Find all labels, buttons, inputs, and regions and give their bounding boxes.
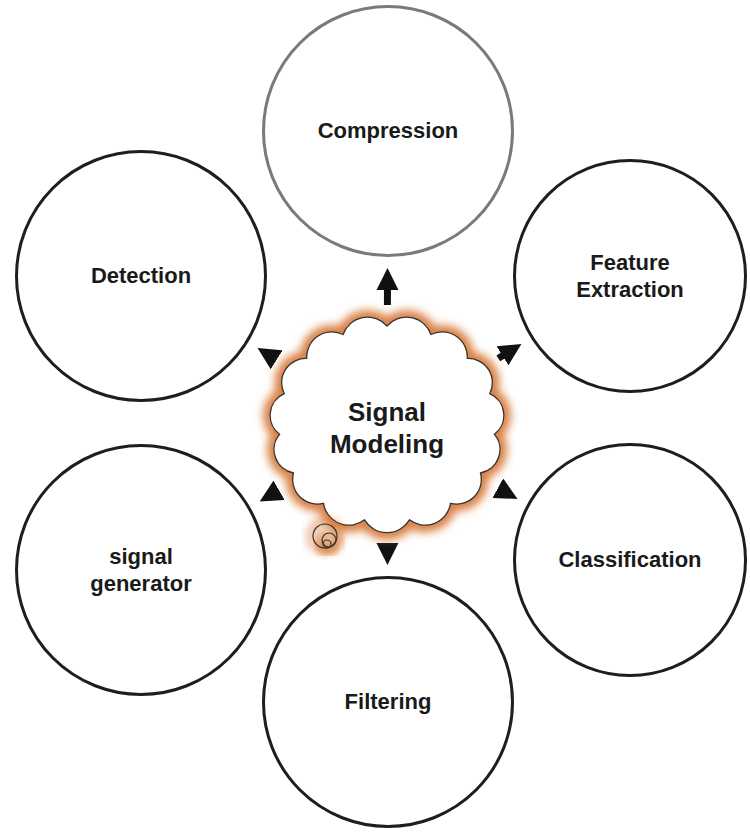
thought-bubble <box>313 524 337 548</box>
arrow-connector <box>498 349 514 359</box>
arrow-connector <box>503 491 510 495</box>
node-label: Detection <box>91 262 191 290</box>
process-circle: Detection <box>15 150 267 402</box>
arrow-connector <box>267 494 273 497</box>
center-label: Signal Modeling <box>302 396 472 461</box>
node-label: signal generator <box>66 543 216 598</box>
bubble-glow <box>310 521 340 551</box>
process-circle: signal generator <box>15 444 267 696</box>
process-circle: Compression <box>262 5 514 257</box>
arrow-connector <box>265 353 275 359</box>
process-circle: Classification <box>513 443 747 677</box>
cloud-shape <box>247 297 527 559</box>
cloud-outline <box>270 317 504 533</box>
arrow-connector <box>384 551 391 556</box>
process-circle: Filtering <box>262 576 514 828</box>
cloud-glow <box>270 317 504 533</box>
center-cloud: Signal Modeling <box>247 297 527 559</box>
arrow-connector <box>384 277 391 305</box>
thought-bubble <box>323 540 331 548</box>
node-label: Classification <box>558 546 701 574</box>
node-label: Feature Extraction <box>545 249 715 304</box>
process-circle: Feature Extraction <box>513 159 747 393</box>
node-label: Compression <box>318 117 459 145</box>
thought-bubble <box>322 533 336 547</box>
node-label: Filtering <box>345 688 432 716</box>
